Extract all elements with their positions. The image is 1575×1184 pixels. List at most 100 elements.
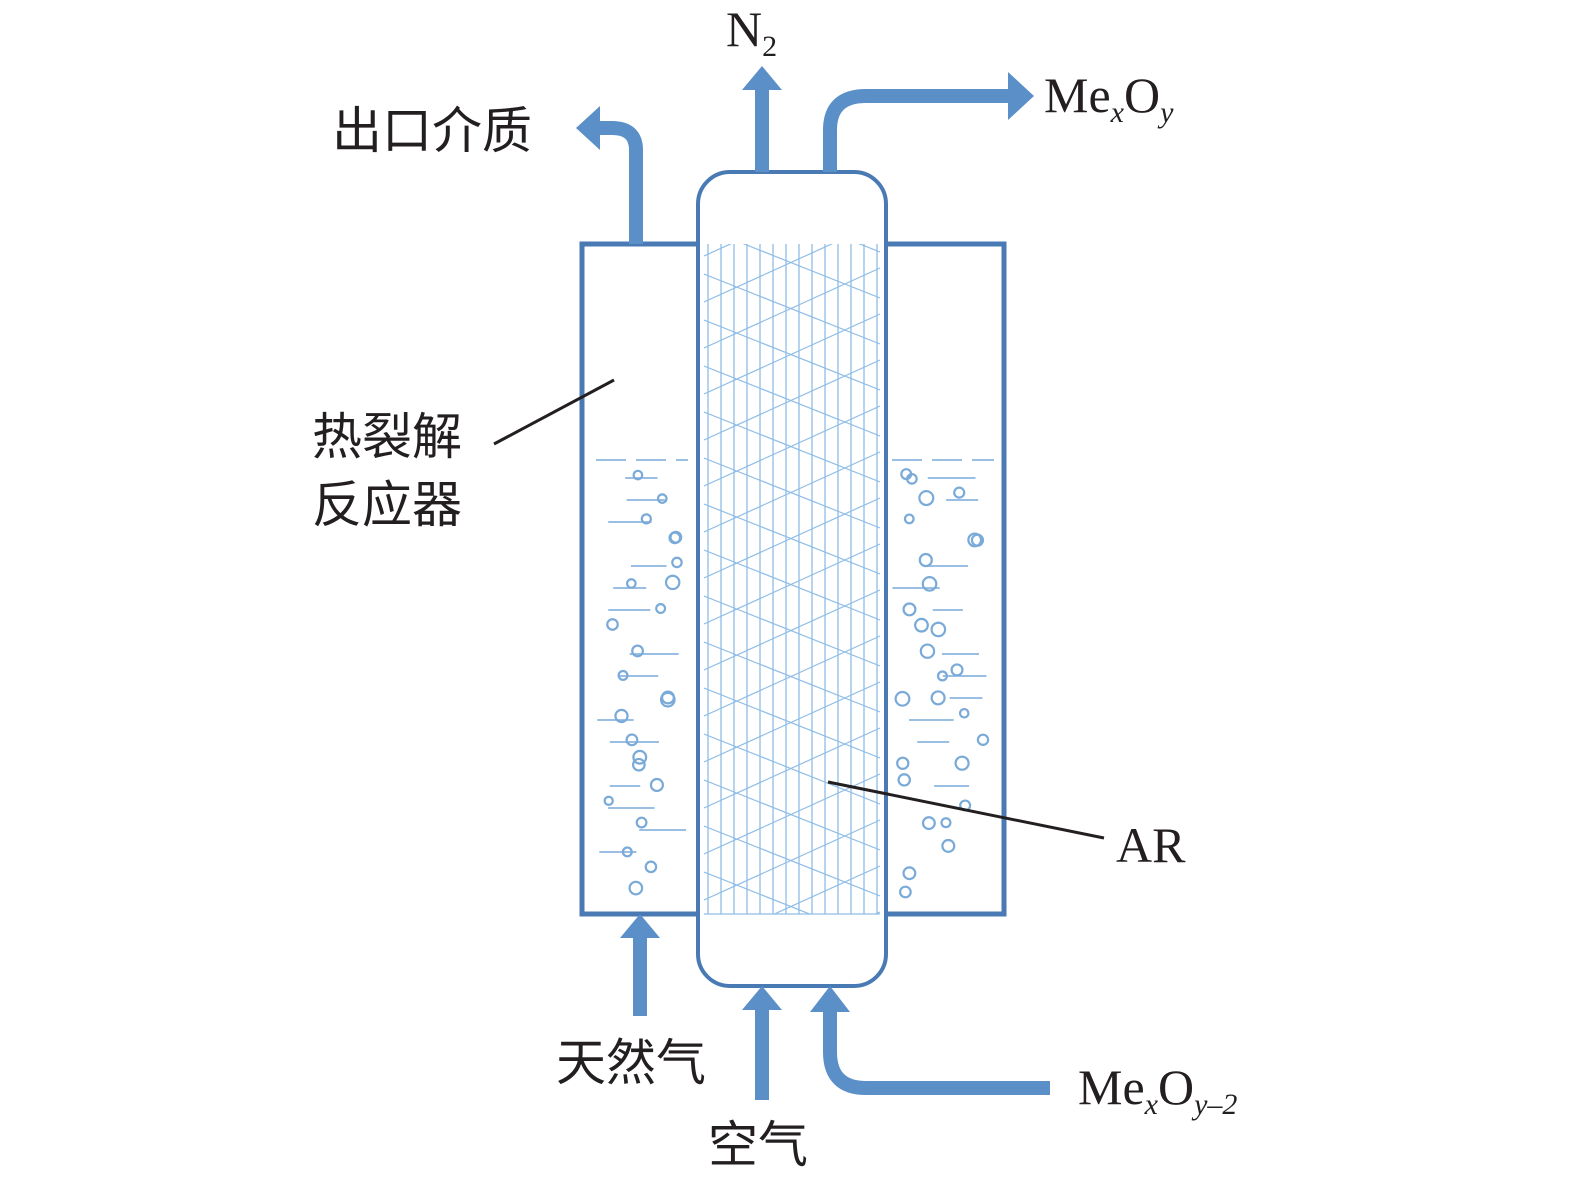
bubble: [918, 552, 933, 568]
bubble: [940, 817, 952, 829]
bubble: [903, 513, 915, 525]
bubble: [950, 663, 964, 677]
mesh-diagonal-line: [704, 405, 880, 487]
bubble: [668, 531, 682, 545]
bubble: [919, 643, 936, 659]
ar-label: AR: [1116, 817, 1186, 873]
bubble: [606, 618, 619, 631]
natural-gas-label: 天然气: [556, 1034, 706, 1092]
bubble: [902, 866, 917, 881]
mesh-diagonal-line: [704, 457, 880, 529]
bubble: [644, 860, 658, 874]
bubble: [954, 755, 970, 771]
mexoy2-in-x: x: [1144, 1088, 1159, 1121]
mesh-diagonal-line: [704, 543, 880, 625]
mexoy-outlet-label: MexOy: [1044, 67, 1174, 129]
mesh-diagonal-line: [704, 451, 880, 533]
bubble: [898, 885, 912, 899]
bubble: [900, 468, 913, 481]
reactor-label-line2: 反应器: [312, 476, 462, 534]
natural-gas-arrowhead: [620, 914, 660, 938]
bubbles-right: [892, 459, 994, 899]
bubble: [936, 670, 948, 682]
bubbles-left: [596, 459, 688, 896]
bubble: [953, 486, 966, 499]
mesh-diagonal-line: [704, 641, 880, 713]
air-label: 空气: [708, 1116, 808, 1174]
reactor-leader-line: [493, 378, 615, 446]
mexoy-outlet-pipe: [823, 89, 1010, 172]
mexoy2-in-y: y–2: [1191, 1088, 1237, 1121]
mexoy2-in-o: O: [1158, 1059, 1194, 1115]
mexoy2-inlet-arrowhead: [810, 986, 850, 1012]
bubble: [902, 602, 917, 617]
bubble: [897, 773, 911, 787]
mesh-diagonal-line: [704, 681, 880, 763]
bubble: [631, 757, 646, 772]
bubble: [655, 603, 667, 615]
bubble: [921, 576, 938, 592]
bubble: [614, 708, 629, 724]
bubble: [958, 707, 970, 719]
mesh-diagonal-line: [704, 365, 880, 437]
bubble: [649, 777, 664, 793]
bubble: [967, 532, 983, 548]
mexoy-out-y: y: [1157, 96, 1174, 129]
mesh-diagonal-line: [704, 871, 812, 914]
reactor-label-line1: 热裂解: [312, 408, 462, 466]
mesh-diagonal-line: [704, 733, 880, 805]
bubble: [664, 574, 681, 591]
mesh-diagonal-line: [704, 313, 880, 395]
bubble: [635, 816, 648, 829]
bubble: [930, 690, 946, 706]
mesh-diagonal-line: [704, 635, 880, 717]
bubble: [660, 690, 675, 705]
bubble: [941, 838, 956, 853]
n2-subscript: 2: [762, 30, 777, 63]
mesh-diagonal-line: [704, 267, 880, 349]
n2-label: N2: [726, 1, 777, 63]
mesh-diagonal-line: [704, 687, 880, 759]
mesh-diagonal-line: [704, 273, 880, 345]
mexoy-out-x: x: [1110, 96, 1125, 129]
outlet-medium-label: 出口介质: [332, 102, 532, 160]
bubble: [656, 493, 668, 504]
mesh-diagonal-line: [704, 244, 834, 303]
ar-leader-line: [827, 780, 1105, 840]
n2-base: N: [726, 1, 762, 57]
bubble: [632, 749, 648, 765]
mesh-diagonal-line: [742, 244, 880, 299]
mesh-diagonal-line: [704, 1010, 880, 1080]
mexoy-outlet-arrowhead: [1008, 72, 1034, 120]
bubble: [603, 795, 614, 806]
n2-arrowhead: [742, 66, 782, 90]
inner-reactor-column: [696, 170, 888, 988]
mesh-diagonal-line: [704, 549, 880, 621]
mesh-diagonal-line: [704, 319, 880, 391]
mesh-diagonal-line: [772, 865, 880, 914]
bubble: [631, 644, 644, 658]
mexoy2-inlet-pipe: [823, 1010, 1050, 1095]
mexoy-out-me: Me: [1044, 67, 1111, 123]
bubble: [625, 578, 637, 589]
mesh-diagonal-line: [704, 779, 880, 851]
bubble: [628, 880, 644, 896]
bubble: [621, 846, 633, 858]
bubble: [632, 469, 644, 481]
bubble: [976, 733, 990, 747]
bubble: [625, 733, 639, 747]
bubble: [970, 533, 985, 547]
mexoy2-inlet-label: MexOy–2: [1078, 1059, 1237, 1121]
mesh-diagonal-line: [704, 727, 880, 809]
bubble: [617, 669, 629, 681]
bubble: [671, 556, 683, 569]
bubble: [918, 490, 935, 507]
mesh-diagonal-line: [704, 589, 880, 671]
mesh-diagonal-line: [704, 595, 880, 667]
mesh-diagonal-line: [704, 497, 880, 579]
bubble: [896, 756, 910, 770]
mesh-diagonal-line: [704, 503, 880, 575]
bubble: [640, 513, 652, 525]
outlet-medium-pipe: [598, 121, 643, 244]
